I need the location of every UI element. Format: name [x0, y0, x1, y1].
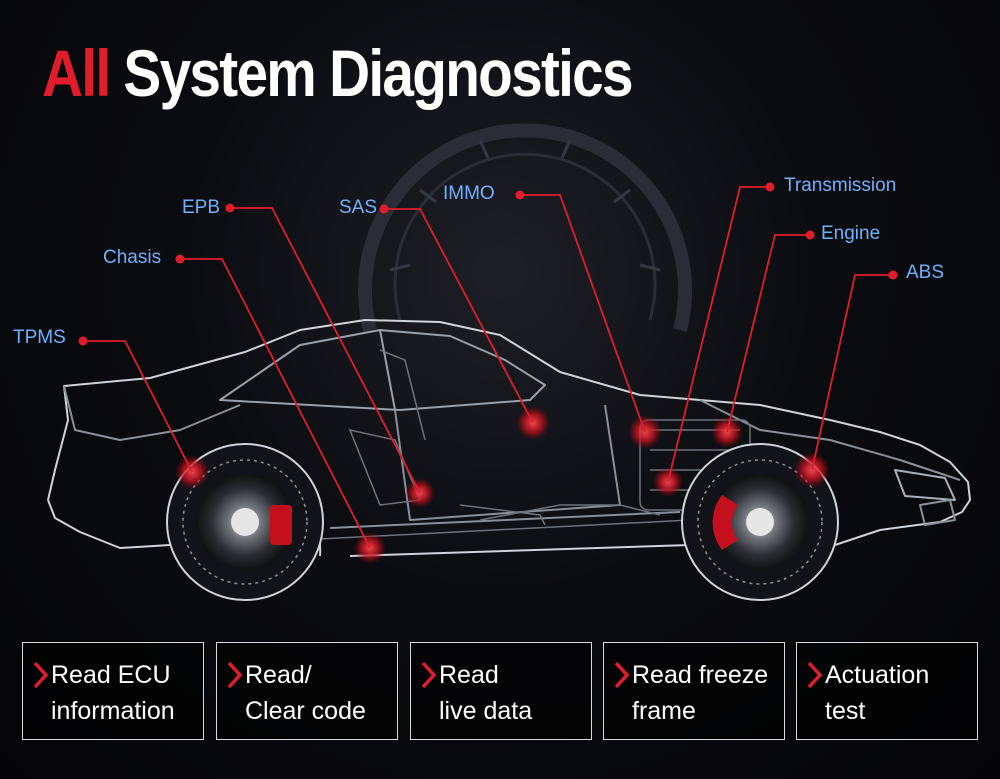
feature-actuation-test: Actuation test — [796, 642, 978, 740]
feature-line1: Read ECU — [51, 661, 171, 689]
chevron-right-icon — [807, 661, 823, 689]
feature-read-freeze-frame: Read freeze frame — [603, 642, 785, 740]
chevron-right-icon — [614, 661, 630, 689]
label-sas: SAS — [339, 197, 378, 218]
label-chasis: Chasis — [103, 247, 162, 268]
feature-line1: Actuation — [825, 661, 930, 689]
feature-line2: Clear code — [245, 697, 366, 725]
feature-line1: Read — [439, 661, 499, 689]
label-epb: EPB — [182, 197, 221, 218]
feature-line1: Read freeze — [632, 661, 769, 689]
title-accent: All — [42, 36, 111, 110]
front-wheel — [681, 443, 839, 601]
feature-read-ecu-info: Read ECU information — [22, 642, 204, 740]
label-immo: IMMO — [443, 183, 495, 204]
rear-wheel — [166, 443, 324, 601]
feature-line2: information — [51, 697, 175, 725]
label-engine: Engine — [821, 223, 881, 244]
feature-read-clear-code: Read/ Clear code — [216, 642, 398, 740]
chevron-right-icon — [227, 661, 243, 689]
page-title: All System Diagnostics — [42, 40, 634, 106]
chevron-right-icon — [421, 661, 437, 689]
feature-read-live-data: Read live data — [410, 642, 592, 740]
feature-line2: live data — [439, 697, 533, 725]
label-abs: ABS — [906, 262, 945, 283]
label-tpms: TPMS — [13, 327, 66, 348]
chevron-right-icon — [33, 661, 49, 689]
feature-line2: frame — [632, 697, 696, 725]
speedometer-background-graphic — [358, 123, 692, 332]
label-transmission: Transmission — [784, 175, 897, 196]
feature-line1: Read/ — [245, 661, 312, 689]
feature-line2: test — [825, 697, 866, 725]
title-rest: System Diagnostics — [109, 36, 633, 110]
